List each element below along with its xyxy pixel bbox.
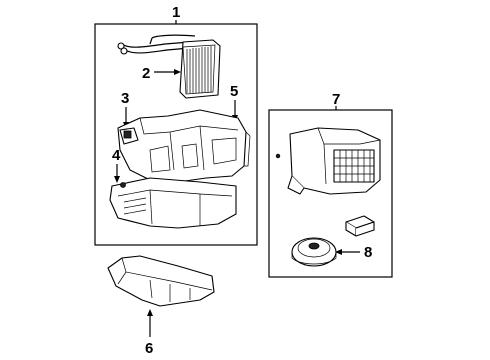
- callout-3: 3: [121, 90, 129, 107]
- duct: [107, 255, 215, 307]
- resistor: [345, 215, 375, 237]
- callout-8: 8: [364, 244, 372, 261]
- callout-1: 1: [172, 4, 180, 21]
- callout-5: 5: [230, 83, 238, 100]
- blower-motor: [291, 237, 337, 267]
- heater-case-lower: [109, 177, 237, 229]
- callout-4: 4: [112, 147, 121, 164]
- heater-core: [117, 34, 221, 99]
- heater-case: [117, 109, 251, 183]
- blower-assembly-frame: [268, 109, 393, 278]
- blower-housing: [275, 127, 381, 195]
- callout-6: 6: [145, 340, 153, 357]
- callout-2: 2: [142, 65, 150, 82]
- callout-7: 7: [332, 91, 340, 108]
